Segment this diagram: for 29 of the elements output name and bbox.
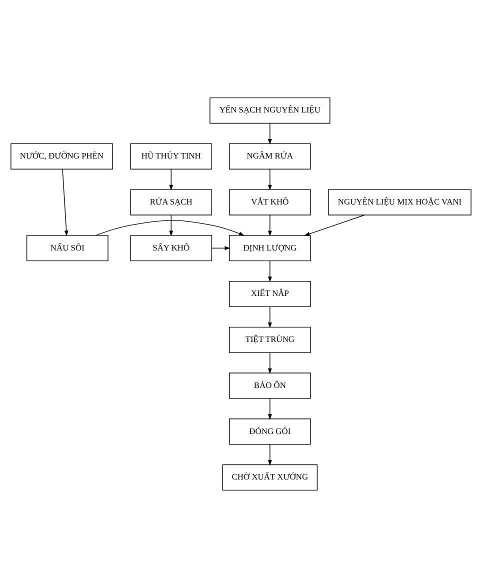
node-box: RỬA SẠCH [130, 188, 212, 215]
node-box: NƯỚC, ĐƯỜNG PHÈN [10, 142, 113, 169]
arrow [268, 398, 272, 420]
node-box: TIỆT TRÙNG [229, 326, 311, 352]
arrow [212, 246, 230, 250]
node-box: BẢO ÔN [229, 372, 311, 398]
arrow [169, 168, 174, 190]
node-box: VẮT KHÔ [229, 188, 311, 215]
arrow [268, 352, 272, 374]
node-box: ĐỊNH LƯỢNG [229, 234, 311, 261]
node-box: NGUYÊN LIỆU MIX HOẶC VANI [328, 188, 472, 215]
node-box: CHỜ XUẤT XƯỞNG [222, 464, 318, 490]
arrow [268, 306, 272, 328]
node-box: ĐÓNG GÓI [229, 418, 311, 444]
node-box: XIẾT NẮP [229, 280, 311, 307]
node-box: HŨ THỦY TINH [130, 142, 212, 169]
node-box: YẾN SẠCH NGUYÊN LIỆU [210, 96, 330, 124]
arrow [169, 214, 174, 236]
arrow [268, 214, 272, 236]
node-box: SẤY KHÔ [130, 234, 212, 261]
arrow [96, 219, 245, 236]
arrow [268, 168, 272, 190]
arrow [62, 168, 68, 236]
node-box: NẤU SÔI [26, 234, 108, 261]
arrow [268, 444, 272, 466]
arrow [304, 214, 365, 236]
node-box: NGÂM RỬA [229, 142, 311, 169]
arrow [268, 260, 272, 282]
arrow [268, 122, 272, 144]
